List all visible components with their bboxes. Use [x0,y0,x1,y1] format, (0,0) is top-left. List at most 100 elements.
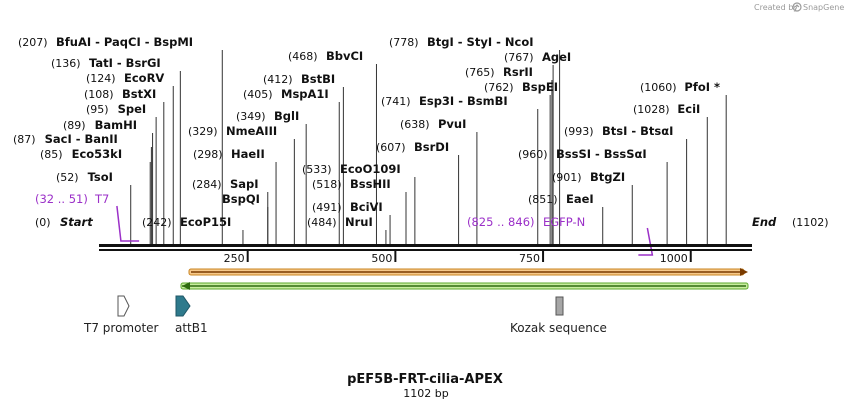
restriction-site[interactable]: (349) BglI [236,109,299,123]
site-name: SapI [230,177,259,191]
site-name: MspA1I [281,87,329,101]
site-name: BstXI [122,87,156,101]
site-name: BamHI [95,118,137,132]
site-name: BtgI - StyI - NcoI [427,35,534,49]
credit-text: Created by [754,3,798,12]
restriction-site[interactable]: (87)SacI - BanII [13,132,118,146]
site-position: (124) [86,72,116,85]
site-name: BciVI [350,200,383,214]
snapgene-logo-icon [792,2,802,12]
orf-forward[interactable] [188,268,748,276]
site-position: (993) [564,125,594,138]
site-lines [130,50,727,244]
site-position: (518) [312,178,342,191]
map-length: 1102 bp [403,387,448,400]
restriction-site[interactable]: (108) BstXI [84,87,156,101]
restriction-site[interactable]: (207) BfuAI - PaqCI - BspMI [18,35,193,49]
restriction-site[interactable]: (298)HaeII [193,147,265,161]
sequence-backbone [99,244,752,251]
primer-t7[interactable]: (32 .. 51) T7 [35,192,140,242]
restriction-site[interactable]: (136)TatI - BsrGI [51,56,161,70]
feature-attb1[interactable] [175,295,191,317]
site-position: (85) [40,148,63,161]
restriction-site[interactable]: (284)SapI [192,177,259,191]
site-position: (329) [188,125,218,138]
restriction-site[interactable]: (762)BspEI [484,80,558,94]
primer-layer: (32 .. 51) T7 (825 .. 846) EGFP-N [35,192,654,256]
restriction-site[interactable]: (851)EaeI [528,192,594,206]
restriction-site[interactable]: (993)BtsI - BtsαI [564,124,673,138]
site-name: BtgZI [590,170,625,184]
restriction-site[interactable]: (638)PvuI [400,117,466,131]
site-position: (638) [400,118,430,131]
restriction-site[interactable]: (518)BssHII [312,177,391,191]
restriction-site[interactable]: (1028)EciI [633,102,700,116]
site-name: HaeII [231,147,265,161]
end-position: (1102) [792,216,829,229]
feature-attb1-label: attB1 [175,321,208,335]
site-position: (778) [389,36,419,49]
feature-kozak-sequence[interactable] [555,296,564,316]
site-name: EcoP15I [180,215,231,229]
site-position: (349) [236,110,266,123]
restriction-site[interactable]: (85) Eco53kI [40,147,122,161]
site-name: EcoRV [124,71,164,85]
site-name: Eco53kI [72,147,123,161]
restriction-site[interactable]: (960) BssSI - BssSαI [518,147,647,161]
restriction-site[interactable]: (778) BtgI - StyI - NcoI [389,35,534,49]
site-position: (960) [518,148,548,161]
site-name: TatI - BsrGI [89,56,161,70]
site-name: BssSI - BssSαI [556,147,647,161]
site-name: NruI [345,215,373,229]
site-position: (741) [381,95,411,108]
site-position: (1060) [640,81,677,94]
primer-egfp-n-range: (825 .. 846) [467,215,535,229]
restriction-site[interactable]: (901) BtgZI [552,170,625,184]
primer-egfp-n-name: EGFP-N [543,215,585,229]
restriction-site[interactable]: (767)AgeI [504,50,571,64]
tick-label: 1000 [660,252,688,265]
site-position: (108) [84,88,114,101]
restriction-site[interactable]: (607) BsrDI [376,140,449,154]
restriction-site[interactable]: (89) BamHI [63,118,137,132]
restriction-site[interactable]: (533)EcoO109I [302,162,401,176]
site-name: PfoI * [684,80,720,94]
primer-t7-range: (32 .. 51) [35,192,88,206]
site-position: (207) [18,36,48,49]
site-position: (901) [552,171,582,184]
primer-t7-name: T7 [94,192,109,206]
site-position: (405) [243,88,273,101]
primer-egfp-n[interactable]: (825 .. 846) EGFP-N [467,215,654,256]
start-position: (0) [35,216,51,229]
site-position: (762) [484,81,514,94]
site-name: NmeAIII [226,124,277,138]
site-position: (484) [307,216,337,229]
site-name: RsrII [503,65,533,79]
restriction-site[interactable]: (124) EcoRV [86,71,164,85]
site-position: (89) [63,119,86,132]
site-name: BsrDI [414,140,449,154]
restriction-site[interactable]: (484) NruI [307,215,373,229]
restriction-site[interactable]: (412)BstBI [263,72,335,86]
site-name: EaeI [566,192,594,206]
site-name: BbvCI [326,49,363,63]
restriction-site[interactable]: BspQI [222,192,260,206]
restriction-site[interactable]: (95)SpeI [86,102,146,116]
site-position: (468) [288,50,318,63]
restriction-site[interactable]: (1060) PfoI * [640,80,720,94]
restriction-site[interactable]: (741)Esp3I - BsmBI [381,94,508,108]
site-position: (491) [312,201,342,214]
feature-t7-promoter[interactable] [117,295,130,317]
site-name: BglI [274,109,299,123]
site-position: (767) [504,51,534,64]
site-name: BfuAI - PaqCI - BspMI [56,35,193,49]
site-position: (607) [376,141,406,154]
restriction-site[interactable]: (491) BciVI [312,200,383,214]
orf-reverse[interactable] [180,282,749,290]
restriction-site[interactable]: (468) BbvCI [288,49,363,63]
restriction-site[interactable]: (329) NmeAIII [188,124,277,138]
restriction-site[interactable]: (765)RsrII [465,65,533,79]
restriction-site[interactable]: (242)EcoP15I [142,215,231,229]
restriction-site[interactable]: (52)TsoI [56,170,113,184]
restriction-site[interactable]: (405) MspA1I [243,87,329,101]
